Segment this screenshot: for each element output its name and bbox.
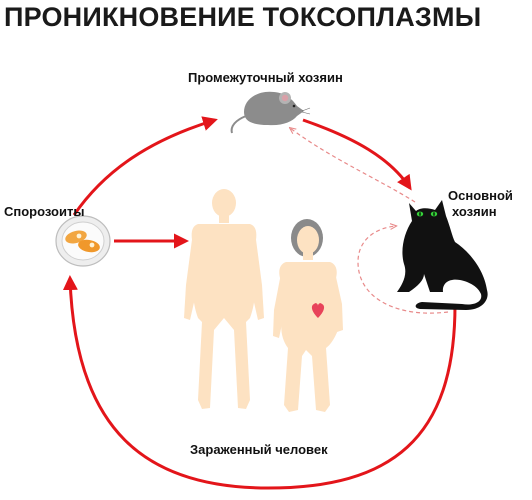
cat-icon <box>397 200 488 310</box>
fetus-heart-icon <box>311 303 325 318</box>
sporozoite-cell-icon <box>55 215 111 267</box>
dashed-arrow-cat-to-mouse <box>290 128 416 203</box>
man-figure-icon <box>184 189 264 409</box>
mouse-icon <box>230 91 311 134</box>
arrow-sporozoites-to-mouse <box>72 116 218 216</box>
label-definitive-host-line1: Основной <box>448 188 513 203</box>
label-definitive-host: Основной хозяин <box>448 188 513 220</box>
dashed-arrow-cat-self <box>357 226 449 314</box>
label-sporozoites: Спорозоиты <box>4 204 85 219</box>
arrow-mouse-to-cat <box>302 118 412 191</box>
diagram-title: ПРОНИКНОВЕНИЕ ТОКСОПЛАЗМЫ <box>4 2 482 32</box>
arrow-cat-to-sporozoites <box>62 275 457 490</box>
label-infected-human: Зараженный человек <box>190 442 328 457</box>
label-intermediate-host: Промежуточный хозяин <box>188 70 343 85</box>
label-definitive-host-line2: хозяин <box>452 204 497 219</box>
pregnant-woman-figure-icon <box>273 219 343 412</box>
